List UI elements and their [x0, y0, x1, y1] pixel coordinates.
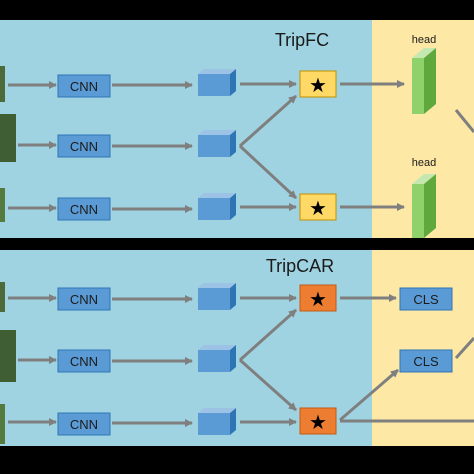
svg-text:CNN: CNN	[70, 354, 98, 369]
svg-text:CLS: CLS	[413, 292, 439, 307]
feature-vector	[198, 193, 236, 220]
bottom-frame	[0, 446, 474, 474]
arrow	[239, 94, 297, 148]
svg-text:★: ★	[309, 73, 327, 97]
cnn-encoder: CNN	[57, 412, 111, 436]
feature-vector	[198, 408, 236, 435]
feature-vector	[198, 130, 236, 157]
input-image	[0, 330, 16, 382]
classifier: CLS	[399, 349, 453, 373]
arrow	[239, 308, 297, 362]
fusion-star: ★	[299, 70, 337, 98]
fusion-star: ★	[299, 407, 337, 435]
classifier: CLS	[399, 287, 453, 311]
svg-text:CNN: CNN	[70, 292, 98, 307]
arrow	[454, 336, 474, 360]
svg-text:CLS: CLS	[413, 354, 439, 369]
arrow	[339, 368, 399, 422]
feature-vector	[198, 69, 236, 96]
svg-text:CNN: CNN	[70, 79, 98, 94]
panel-title: TripFC	[275, 30, 329, 50]
input-image	[0, 282, 5, 312]
panel-title: TripCAR	[266, 256, 334, 276]
cnn-encoder: CNN	[57, 197, 111, 221]
cnn-encoder: CNN	[57, 74, 111, 98]
arrow	[238, 144, 298, 200]
fusion-star: ★	[299, 193, 337, 221]
svg-text:★: ★	[309, 196, 327, 220]
cnn-encoder: CNN	[57, 134, 111, 158]
input-image	[0, 114, 16, 162]
cnn-encoder: CNN	[57, 349, 111, 373]
feature-vector	[198, 345, 236, 372]
panel-tripcar: TripCAR CNN CNN CNN	[0, 250, 474, 474]
svg-text:CNN: CNN	[70, 202, 98, 217]
svg-text:★: ★	[309, 287, 327, 311]
svg-text:★: ★	[309, 410, 327, 434]
head-block	[412, 174, 436, 238]
fusion-star: ★	[299, 284, 337, 312]
arrow	[239, 358, 297, 412]
svg-text:CNN: CNN	[70, 139, 98, 154]
input-image	[0, 66, 5, 102]
input-image	[0, 188, 5, 222]
head-label: head	[412, 34, 436, 46]
svg-text:CNN: CNN	[70, 417, 98, 432]
cnn-encoder: CNN	[57, 287, 111, 311]
head-label: head	[412, 157, 436, 169]
head-block	[412, 48, 436, 114]
panel-tripfc: TripFC CNN CNN CNN	[0, 20, 474, 238]
input-image	[0, 404, 5, 444]
arrow	[454, 109, 474, 133]
panel-separator	[0, 238, 474, 250]
feature-vector	[198, 283, 236, 310]
classifier-region-background	[372, 250, 474, 446]
